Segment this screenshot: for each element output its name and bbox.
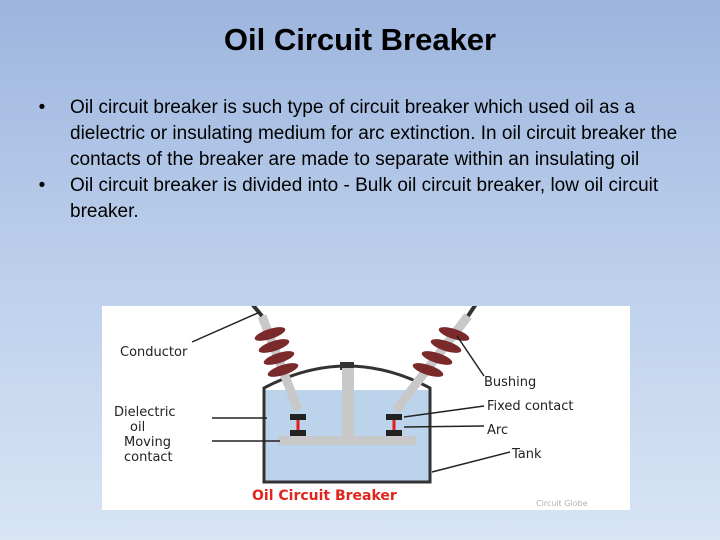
moving-contact-rod bbox=[342, 368, 354, 438]
bullet-text: Oil circuit breaker is divided into - Bu… bbox=[70, 175, 659, 222]
label-tank: Tank bbox=[511, 447, 542, 462]
slide-title: Oil Circuit Breaker bbox=[223, 22, 497, 57]
bullet-item: • Oil circuit breaker is divided into - … bbox=[32, 173, 682, 225]
label-moving-contact-line2: contact bbox=[124, 450, 173, 465]
right-bushing bbox=[412, 327, 470, 377]
diagram-svg: Conductor Bushing Dielectric oil Moving … bbox=[114, 306, 588, 508]
leader-lines bbox=[191, 311, 511, 473]
right-conductor-tip bbox=[466, 306, 478, 318]
label-dielectric-oil-line2: oil bbox=[130, 420, 145, 435]
fixed-contact-left-bottom bbox=[290, 430, 306, 436]
moving-contact-bar bbox=[278, 436, 416, 445]
bullet-text: Oil circuit breaker is such type of circ… bbox=[70, 97, 678, 170]
fixed-contact-left-top bbox=[290, 414, 306, 420]
bullet-item: • Oil circuit breaker is such type of ci… bbox=[32, 95, 682, 173]
label-moving-contact-line1: Moving bbox=[124, 435, 171, 450]
bullet-marker: • bbox=[38, 175, 46, 196]
fixed-contact-right-top bbox=[386, 414, 402, 420]
label-fixed-contact: Fixed contact bbox=[487, 399, 573, 414]
oil-circuit-breaker-diagram: Conductor Bushing Dielectric oil Moving … bbox=[102, 306, 630, 510]
fixed-contact-right-bottom bbox=[386, 430, 402, 436]
bullet-list: • Oil circuit breaker is such type of ci… bbox=[32, 95, 682, 225]
label-dielectric-oil-line1: Dielectric bbox=[114, 405, 176, 420]
left-conductor-tip bbox=[251, 306, 264, 318]
watermark-logo: Circuit Globe bbox=[536, 499, 588, 508]
figure-caption: Oil Circuit Breaker bbox=[252, 488, 397, 504]
label-conductor: Conductor bbox=[120, 345, 188, 360]
label-arc: Arc bbox=[487, 423, 508, 438]
tank-cap bbox=[340, 362, 354, 370]
label-bushing: Bushing bbox=[484, 375, 536, 390]
bullet-marker: • bbox=[38, 97, 46, 118]
left-bushing bbox=[254, 327, 299, 377]
